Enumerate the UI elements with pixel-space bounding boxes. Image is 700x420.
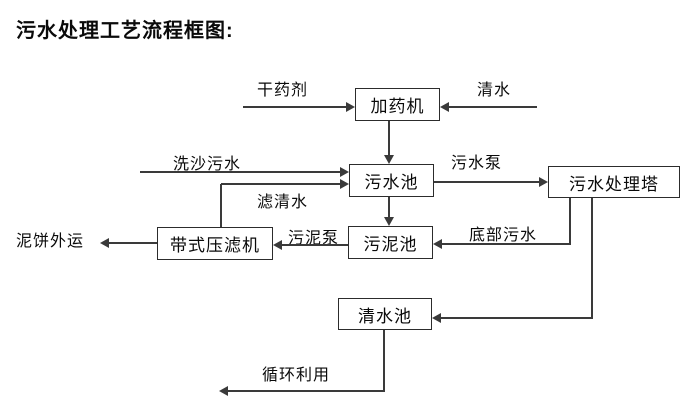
connector-clear-water	[449, 106, 537, 108]
label-recycle: 循环利用	[262, 367, 331, 384]
node-sewage-pool: 污水池	[349, 164, 434, 197]
connector-dosing-to-sewage	[388, 121, 390, 157]
arrowhead-left-icon	[273, 240, 282, 250]
arrowhead-left-icon	[100, 238, 109, 248]
arrowhead-left-icon	[440, 102, 449, 112]
label-bottom-sewage: 底部污水	[469, 227, 538, 244]
label-sand-washing-sewage: 洗沙污水	[173, 156, 242, 173]
connector-recycle-horizontal	[228, 390, 385, 392]
connector-recycle-vertical	[383, 330, 385, 392]
arrowhead-left-icon	[433, 239, 442, 249]
connector-tower-to-clear-horizontal	[441, 317, 593, 319]
arrowhead-right-icon	[346, 102, 355, 112]
connector-mud-cake-out	[109, 242, 157, 244]
connector-sand-washing	[140, 171, 340, 173]
node-sewage-treatment-tower: 污水处理塔	[548, 166, 680, 198]
node-sludge-pool: 污泥池	[348, 226, 433, 259]
connector-sludge-pump	[282, 244, 348, 246]
connector-filtered-water-vertical	[220, 184, 222, 227]
label-sewage-pump: 污水泵	[451, 155, 503, 172]
diagram-title: 污水处理工艺流程框图:	[16, 20, 234, 42]
connector-sewage-to-sludge	[388, 197, 390, 217]
arrowhead-right-icon	[340, 167, 349, 177]
arrowhead-right-icon	[340, 179, 349, 189]
connector-bottom-sewage-vertical	[569, 198, 571, 245]
connector-bottom-sewage-horizontal	[442, 243, 571, 245]
arrowhead-down-icon	[384, 217, 394, 226]
arrowhead-left-icon	[219, 386, 228, 396]
connector-tower-to-clear-vertical	[591, 198, 593, 319]
connector-filtered-water-horizontal	[221, 183, 340, 185]
connector-dry-chemical	[243, 106, 346, 108]
arrowhead-left-icon	[432, 313, 441, 323]
label-filtered-water: 滤清水	[257, 194, 309, 211]
node-belt-filter-press: 带式压滤机	[157, 227, 273, 260]
label-dry-chemical: 干药剂	[257, 82, 309, 99]
label-clear-water: 清水	[477, 82, 512, 99]
arrowhead-down-icon	[384, 155, 394, 164]
node-clear-water-pool: 清水池	[338, 298, 432, 330]
label-mud-cake-out: 泥饼外运	[16, 233, 85, 250]
node-dosing-machine: 加药机	[355, 88, 440, 121]
arrowhead-right-icon	[539, 177, 548, 187]
label-sludge-pump: 污泥泵	[288, 230, 340, 247]
connector-sewage-pump	[434, 181, 539, 183]
